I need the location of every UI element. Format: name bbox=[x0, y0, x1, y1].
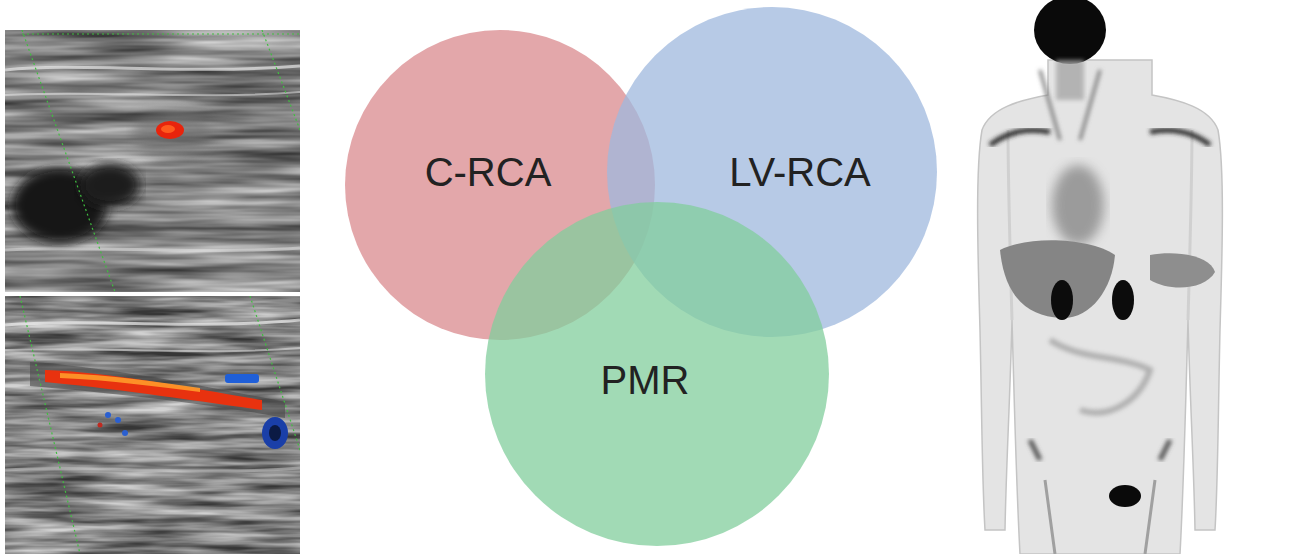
tissue-layer bbox=[5, 348, 300, 351]
pet-scan bbox=[978, 0, 1223, 554]
bladder-uptake bbox=[1109, 485, 1141, 507]
doppler-flow bbox=[156, 121, 184, 139]
tissue-speckle bbox=[5, 296, 300, 554]
shoulder-uptake bbox=[1150, 130, 1210, 145]
doppler-flow bbox=[105, 412, 111, 418]
doppler-box-line bbox=[250, 296, 300, 450]
arm-gap bbox=[1188, 130, 1192, 320]
ultrasound-transverse bbox=[5, 30, 300, 292]
neck-uptake bbox=[1056, 60, 1084, 100]
ultrasound-longitudinal bbox=[5, 296, 300, 554]
doppler-box-line bbox=[22, 30, 115, 292]
arm-gap bbox=[1008, 130, 1012, 320]
ultrasound-ground bbox=[5, 296, 300, 554]
leg-vessel bbox=[1045, 480, 1155, 554]
heart-uptake bbox=[1052, 165, 1104, 245]
doppler-flow bbox=[225, 374, 259, 383]
kidney-uptake bbox=[1051, 280, 1073, 320]
ultrasound-ground bbox=[5, 30, 300, 292]
pelvic-uptake bbox=[1108, 510, 1112, 540]
doppler-box-line bbox=[20, 296, 80, 554]
doppler-box-line bbox=[22, 33, 300, 34]
doppler-flow bbox=[122, 430, 128, 436]
tissue-layer bbox=[5, 320, 300, 325]
doppler-flow bbox=[269, 425, 281, 441]
spleen-uptake bbox=[1150, 253, 1215, 287]
vessel-lumen bbox=[80, 163, 140, 207]
tissue-layer bbox=[5, 248, 300, 251]
bowel-uptake bbox=[1050, 340, 1150, 413]
doppler-flow bbox=[60, 373, 200, 392]
tissue-layer bbox=[5, 66, 300, 70]
brain-uptake bbox=[1034, 0, 1106, 64]
body-outline bbox=[978, 60, 1223, 554]
circle-label: C-RCA bbox=[425, 150, 552, 194]
panel-gap bbox=[5, 292, 300, 296]
tissue-layer bbox=[5, 92, 300, 95]
circle-fill bbox=[485, 202, 829, 546]
circle-label: LV-RCA bbox=[729, 150, 871, 194]
doppler-flow bbox=[45, 370, 262, 410]
venn-circle: PMR bbox=[485, 202, 829, 546]
hip-uptake bbox=[1030, 440, 1170, 460]
tissue-layer bbox=[5, 468, 300, 471]
vessel-wall bbox=[134, 106, 210, 158]
doppler-box-line bbox=[262, 30, 300, 130]
tissue-speckle bbox=[5, 30, 300, 292]
kidney-uptake bbox=[1112, 280, 1134, 320]
shoulder-uptake bbox=[990, 130, 1050, 145]
vessel-wall bbox=[30, 362, 285, 418]
doppler-flow bbox=[161, 125, 175, 133]
circle-label: PMR bbox=[601, 358, 690, 402]
doppler-flow bbox=[262, 417, 288, 449]
doppler-flow bbox=[98, 423, 103, 428]
doppler-flow bbox=[115, 417, 121, 423]
